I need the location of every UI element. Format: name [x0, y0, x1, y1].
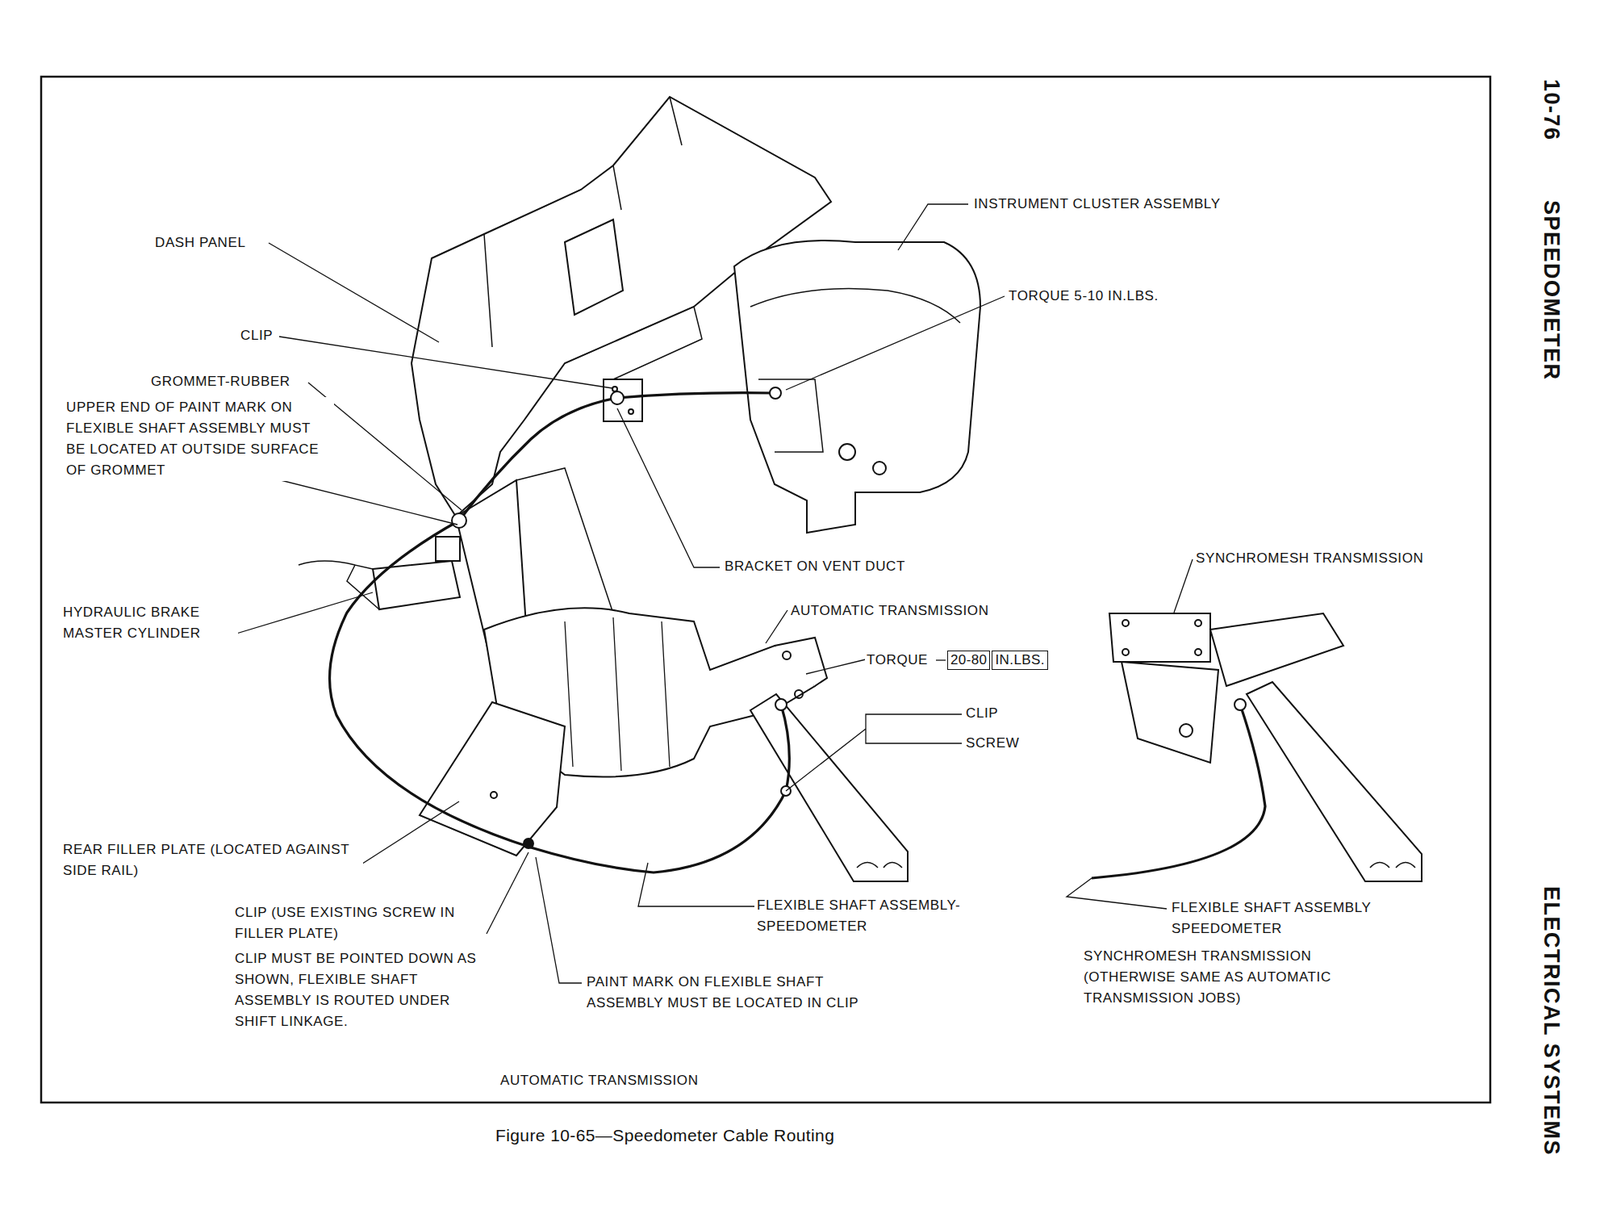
- page-header: 10-76: [1537, 79, 1566, 142]
- callout-label: SYNCHROMESH TRANSMISSION (OTHERWISE SAME…: [1081, 945, 1408, 1009]
- callout-label: PAINT MARK ON FLEXIBLE SHAFT ASSEMBLY MU…: [584, 971, 903, 1014]
- callout-label: TORQUE 5-10 IN.LBS.: [1006, 285, 1161, 307]
- torque-value-box: IN.LBS.: [991, 650, 1048, 670]
- callout-label: REAR FILLER PLATE (LOCATED AGAINST SIDE …: [61, 839, 364, 882]
- torque-value: IN.LBS.: [992, 651, 1047, 669]
- callout-label: DASH PANEL: [153, 232, 247, 254]
- callout-label: AUTOMATIC TRANSMISSION: [498, 1069, 701, 1091]
- callout-label: CLIP: [964, 702, 1000, 724]
- torque-value-box: 20-80: [947, 650, 991, 670]
- leader-lines: [228, 204, 1193, 983]
- callout-label: TORQUE: [864, 649, 930, 671]
- master-cylinder: [372, 560, 460, 610]
- callout-label: BRACKET ON VENT DUCT: [722, 555, 907, 577]
- callout-label: INSTRUMENT CLUSTER ASSEMBLY: [972, 193, 1223, 215]
- callout-label: CLIP: [238, 325, 275, 347]
- callout-label: FLEXIBLE SHAFT ASSEMBLY- SPEEDOMETER: [755, 894, 1025, 937]
- figure-caption: Figure 10-65—Speedometer Cable Routing: [493, 1124, 836, 1146]
- callout-label: SYNCHROMESH TRANSMISSION: [1194, 547, 1425, 569]
- synchromesh-cover: [1109, 613, 1211, 662]
- synchromesh-body: [1121, 661, 1219, 763]
- callout-label: UPPER END OF PAINT MARK ON FLEXIBLE SHAF…: [64, 396, 335, 481]
- callout-label: CLIP (USE EXISTING SCREW IN FILLER PLATE…: [233, 902, 479, 945]
- callout-label: FLEXIBLE SHAFT ASSEMBLY SPEEDOMETER: [1169, 897, 1416, 940]
- page-header: SPEEDOMETER: [1537, 200, 1566, 381]
- dash-edge: [484, 96, 702, 380]
- callout-label: GROMMET-RUBBER: [149, 371, 293, 393]
- dash-opening: [564, 219, 623, 315]
- frame-border: [41, 76, 1491, 1103]
- page-header: ELECTRICAL SYSTEMS: [1537, 885, 1566, 1156]
- torque-value: 20-80: [948, 651, 990, 669]
- synchromesh-rail: [1246, 681, 1422, 882]
- callout-label: SCREW: [964, 732, 1021, 754]
- instrument-cluster: [734, 240, 981, 533]
- callout-label: AUTOMATIC TRANSMISSION: [789, 600, 991, 622]
- speedometer-cable: [330, 392, 790, 873]
- frame-rail: [750, 693, 908, 882]
- synchromesh-cable: [1091, 704, 1266, 878]
- callout-label: CLIP MUST BE POINTED DOWN AS SHOWN, FLEX…: [233, 948, 493, 1032]
- callout-label: HYDRAULIC BRAKE MASTER CYLINDER: [61, 601, 239, 644]
- synchromesh-tail: [1210, 613, 1344, 686]
